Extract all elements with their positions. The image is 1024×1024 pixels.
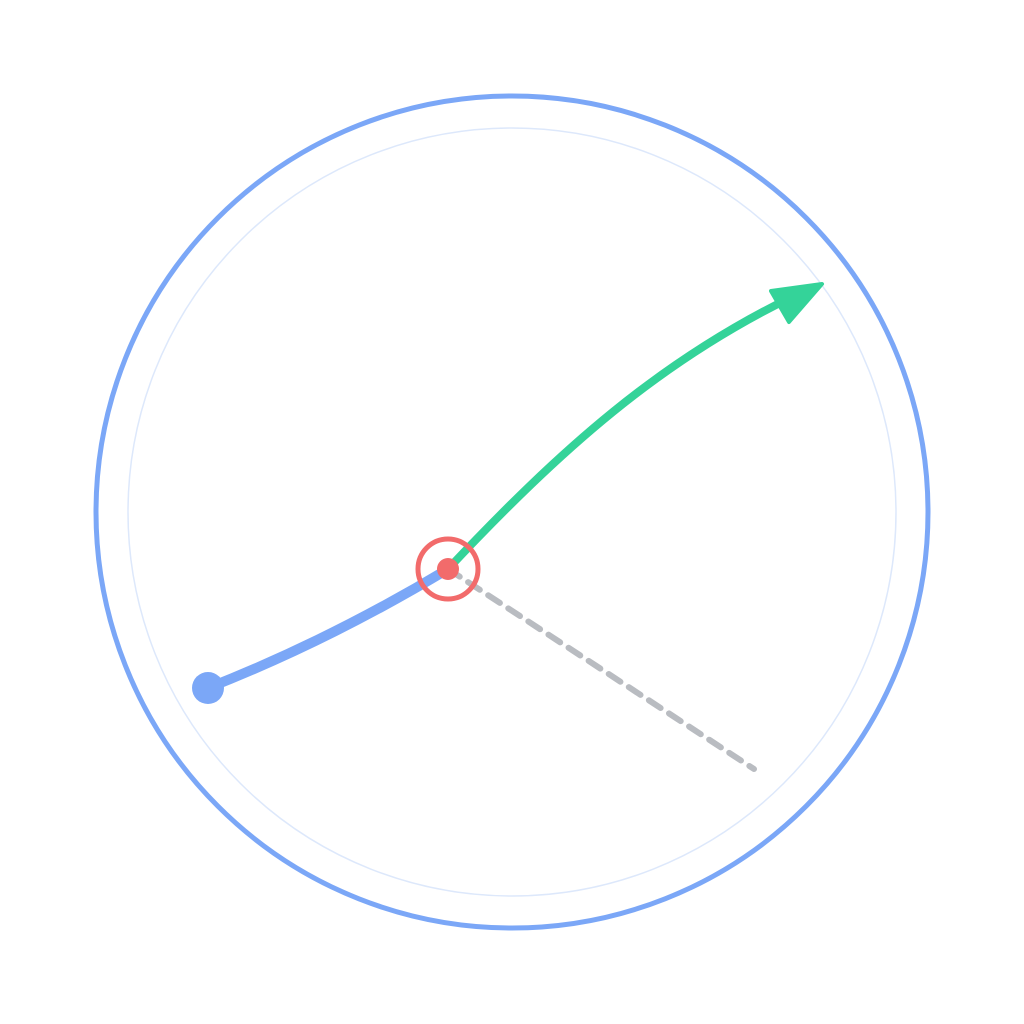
outer-ring bbox=[93, 93, 931, 931]
pivot-ring-icon bbox=[415, 536, 481, 602]
pivot-dot-icon bbox=[437, 558, 459, 580]
outgoing-path bbox=[444, 290, 802, 573]
arrowhead-outline bbox=[769, 282, 824, 324]
projected-path bbox=[445, 566, 757, 772]
inner-ring bbox=[127, 127, 897, 897]
pivot-marker bbox=[415, 536, 481, 602]
incoming-path bbox=[203, 564, 453, 693]
start-point-icon bbox=[192, 672, 224, 704]
